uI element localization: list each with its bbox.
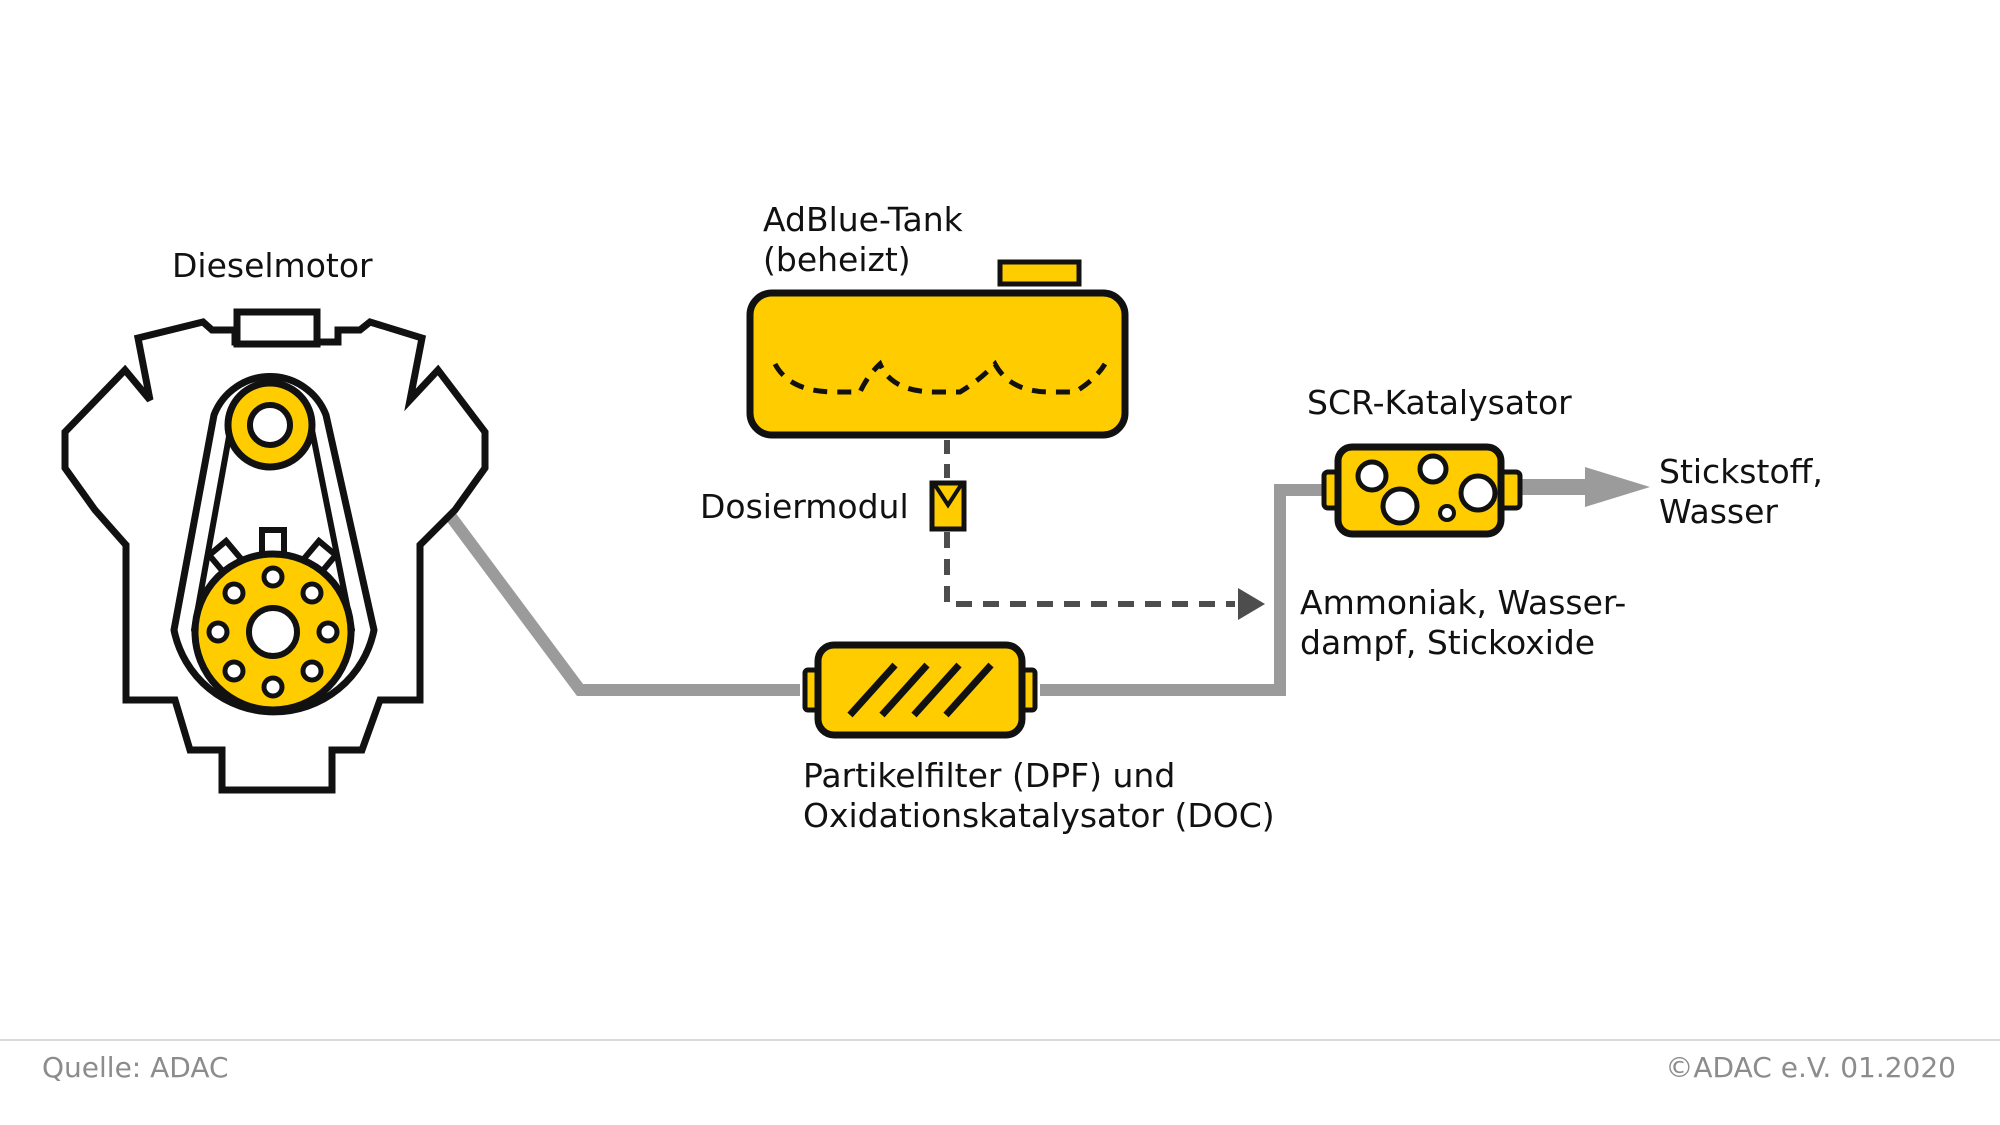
scr-system-diagram	[61, 259, 1650, 794]
diesel-engine-icon	[61, 308, 489, 794]
scr-catalyst-icon	[1321, 443, 1523, 538]
dosing-module-icon	[929, 480, 967, 532]
output-label-line1: Stickstoff,	[1659, 452, 1823, 491]
dosing-module-label: Dosiermodul	[700, 487, 909, 526]
scr-input-label-line1: Ammoniak, Wasser-	[1300, 583, 1627, 622]
engine-label: Dieselmotor	[172, 246, 373, 285]
adblue-tank-icon	[746, 259, 1129, 439]
output-arrowhead	[1585, 467, 1650, 507]
output-label: Stickstoff, Wasser	[1659, 452, 1823, 532]
adblue-tank-label-line2: (beheizt)	[763, 240, 911, 279]
particle-filter-label: Partikelfilter (DPF) und Oxidationskatal…	[803, 756, 1275, 836]
footer-source: Quelle: ADAC	[42, 1051, 229, 1084]
output-label-line2: Wasser	[1659, 492, 1778, 531]
footer-divider	[0, 1039, 2000, 1041]
adblue-tank-label-line1: AdBlue-Tank	[763, 200, 963, 239]
particle-filter-label-line2: Oxidationskatalysator (DOC)	[803, 796, 1275, 835]
scr-input-label: Ammoniak, Wasser- dampf, Stickoxide	[1300, 583, 1626, 663]
particle-filter-icon	[802, 641, 1038, 739]
exhaust-pipe-engine-to-filter	[441, 506, 800, 696]
adblue-tank-label: AdBlue-Tank (beheizt)	[763, 200, 963, 280]
dosing-dashed-line-lower	[944, 532, 1235, 607]
particle-filter-label-line1: Partikelfilter (DPF) und	[803, 756, 1176, 795]
footer-copyright: ©ADAC e.V. 01.2020	[1665, 1051, 1956, 1084]
dosing-arrowhead	[1238, 588, 1265, 620]
scr-catalyst-label: SCR-Katalysator	[1307, 383, 1572, 422]
exhaust-pipe-filter-to-scr	[1040, 484, 1330, 696]
scr-input-label-line2: dampf, Stickoxide	[1300, 623, 1596, 662]
